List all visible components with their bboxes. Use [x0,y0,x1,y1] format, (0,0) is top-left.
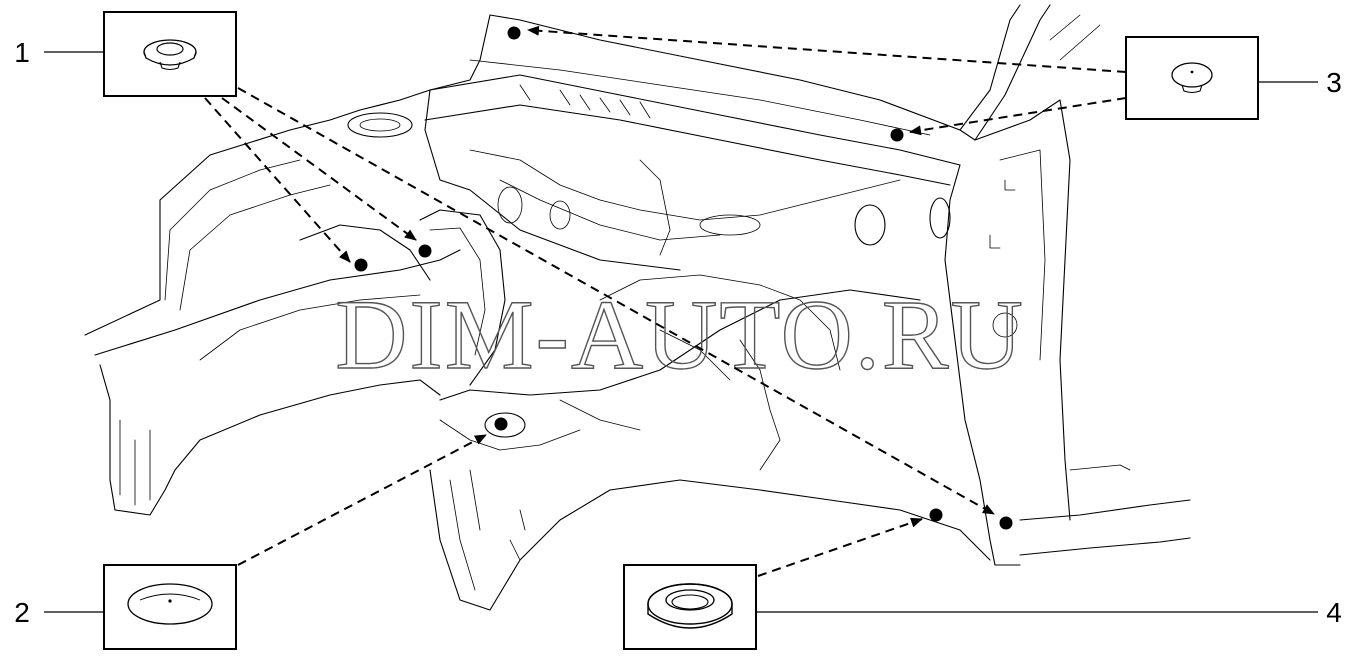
flat-plug-icon [127,583,213,625]
grommet-plug-icon [143,39,197,71]
callout-1: 1 [14,37,104,68]
arrows [204,25,1127,577]
part-box-2 [103,564,237,650]
watermark-text: DIM-AUTO.RU [335,279,1025,390]
location-dot [354,258,368,272]
callout-number: 2 [14,597,30,628]
location-dot [494,417,508,431]
callout-number: 4 [1326,597,1342,628]
arrow-1c [237,87,995,515]
callout-2: 2 [14,597,104,628]
arrow-3a [527,25,1127,73]
arrow-2 [237,434,487,566]
location-dot [929,508,943,522]
callout-number: 3 [1326,67,1342,98]
arrow-3b [909,97,1127,136]
ring-grommet-icon [647,583,733,629]
arrow-4 [757,517,923,577]
arrow-1b [221,97,417,241]
location-dot [507,26,521,40]
part-box-1 [103,11,237,97]
callout-4: 4 [756,597,1342,628]
part-box-3 [1125,36,1259,120]
callout-3: 3 [1258,67,1342,98]
vehicle-body-drawing [84,4,1191,611]
callout-number: 1 [14,37,30,68]
dome-plug-icon [1171,62,1213,94]
location-dot [890,128,904,142]
arrow-1a [204,97,351,263]
part-box-4 [623,564,757,650]
location-dot [999,516,1013,530]
location-dots [354,26,1013,530]
location-dot [418,244,432,258]
